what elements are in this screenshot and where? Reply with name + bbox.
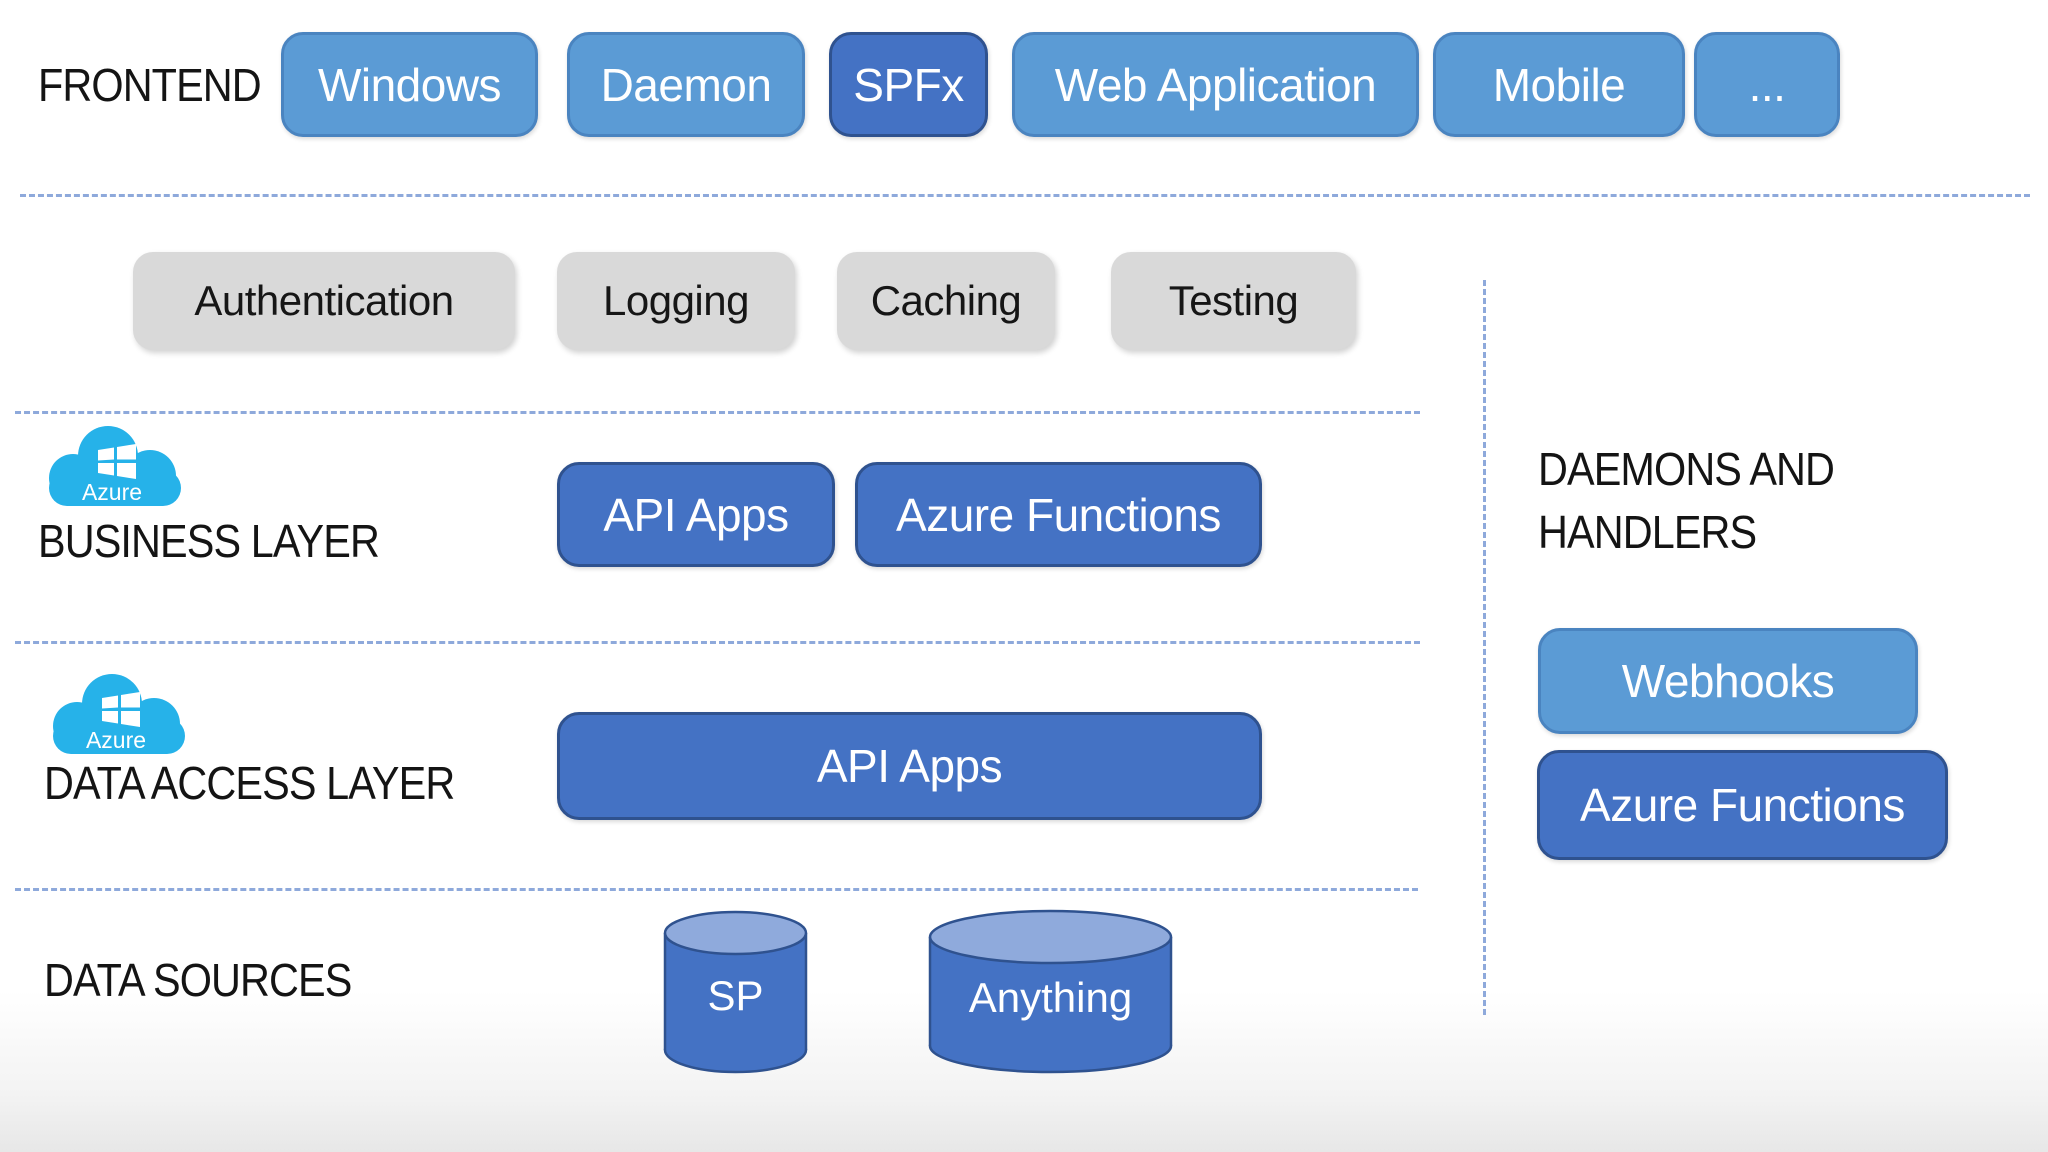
divider-daemons-vertical [1483,280,1486,1015]
cylinder-top [928,909,1173,965]
data-access-node-api-apps: API Apps [557,712,1262,820]
daemons-node-azure-functions: Azure Functions [1537,750,1948,860]
divider-data-access-layer [15,641,1420,644]
cylinder-label: SP [707,972,763,1019]
anything-database-cylinder: Anything [928,909,1173,1074]
cylinder-top [663,910,808,956]
crosscutting-node-testing: Testing [1111,252,1356,350]
data-sources-section-label: DATA SOURCES [44,954,352,1006]
divider-frontend [20,194,2030,197]
business-node-api-apps: API Apps [557,462,835,567]
divider-data-sources [15,888,1418,891]
crosscutting-node-caching: Caching [837,252,1055,350]
frontend-node-web-application: Web Application [1012,32,1419,137]
daemons-node-webhooks: Webhooks [1538,628,1918,734]
azure-cloud-icon: Azure [53,674,185,754]
windows-logo-icon [102,692,140,727]
azure-cloud-icon: Azure [49,426,181,506]
divider-business-layer [15,411,1420,414]
frontend-node-windows: Windows [281,32,538,137]
frontend-section-label: FRONTEND [38,59,262,111]
frontend-node-daemon: Daemon [567,32,805,137]
frontend-node-spfx: SPFx [829,32,988,137]
business-layer-section-label: BUSINESS LAYER [38,515,380,567]
business-node-azure-functions: Azure Functions [855,462,1262,567]
daemons-section-label: DAEMONS AND HANDLERS [1538,443,1835,559]
frontend-node-mobile: Mobile [1433,32,1685,137]
crosscutting-node-authentication: Authentication [133,252,515,350]
azure-badge-label: Azure [82,479,142,505]
crosscutting-node-logging: Logging [557,252,795,350]
windows-logo-icon [98,444,136,479]
sp-database-cylinder: SP [663,910,808,1074]
cylinder-label: Anything [969,974,1132,1021]
frontend-node-more: ... [1694,32,1840,137]
azure-badge-label: Azure [86,727,146,753]
data-access-layer-section-label: DATA ACCESS LAYER [44,757,455,809]
